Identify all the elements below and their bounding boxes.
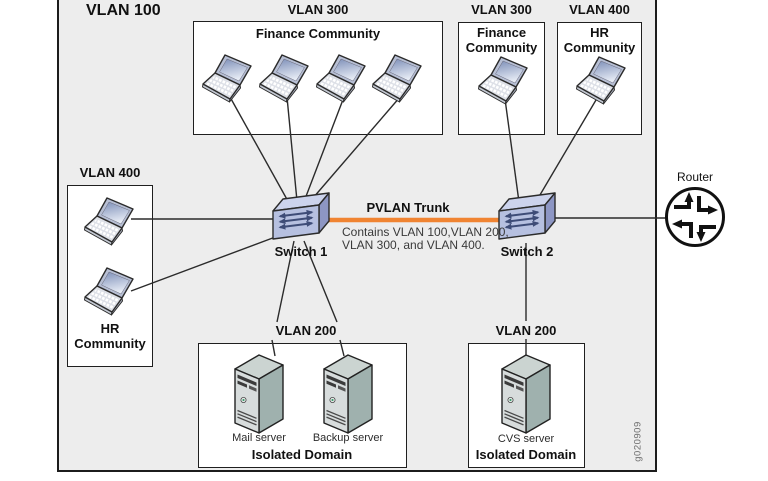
hr-small-title-line2: Community [563,39,636,55]
router-label: Router [676,170,714,184]
trunk-contains-line2: VLAN 300, and VLAN 400. [342,238,485,252]
hr-left-vlan-label: VLAN 400 [79,165,141,180]
graphic-id-watermark: g020909 [632,421,644,462]
mail-server-label: Mail server [232,432,286,444]
router-icon [665,187,725,247]
backup-server-label: Backup server [312,432,384,444]
switch2-label: Switch 2 [500,244,554,259]
hr-small-title-line1: HR [590,25,609,40]
vlan200-right-label: VLAN 200 [495,323,557,338]
cvs-server-label: CVS server [497,433,555,445]
isolated-right-title: Isolated Domain [475,447,577,462]
hr-left-title-line1: HR [100,321,120,336]
finance-small-title-line2: Community [465,39,538,55]
hr-left-title-line2: Community [74,335,146,351]
isolated-left-title: Isolated Domain [251,447,353,462]
finance-large-title: Finance Community [255,26,381,41]
pvlan-trunk-label: PVLAN Trunk [366,200,450,215]
finance-large-vlan-label: VLAN 300 [287,2,349,17]
trunk-contains-line1: Contains VLAN 100,VLAN 200, [342,225,509,239]
vlan100-label: VLAN 100 [86,2,161,19]
finance-small-vlan-label: VLAN 300 [471,2,532,17]
vlan200-left-label: VLAN 200 [275,323,337,338]
switch1-label: Switch 1 [274,244,328,259]
finance-small-title-line1: Finance [476,25,527,40]
hr-small-vlan-label: VLAN 400 [569,2,630,17]
